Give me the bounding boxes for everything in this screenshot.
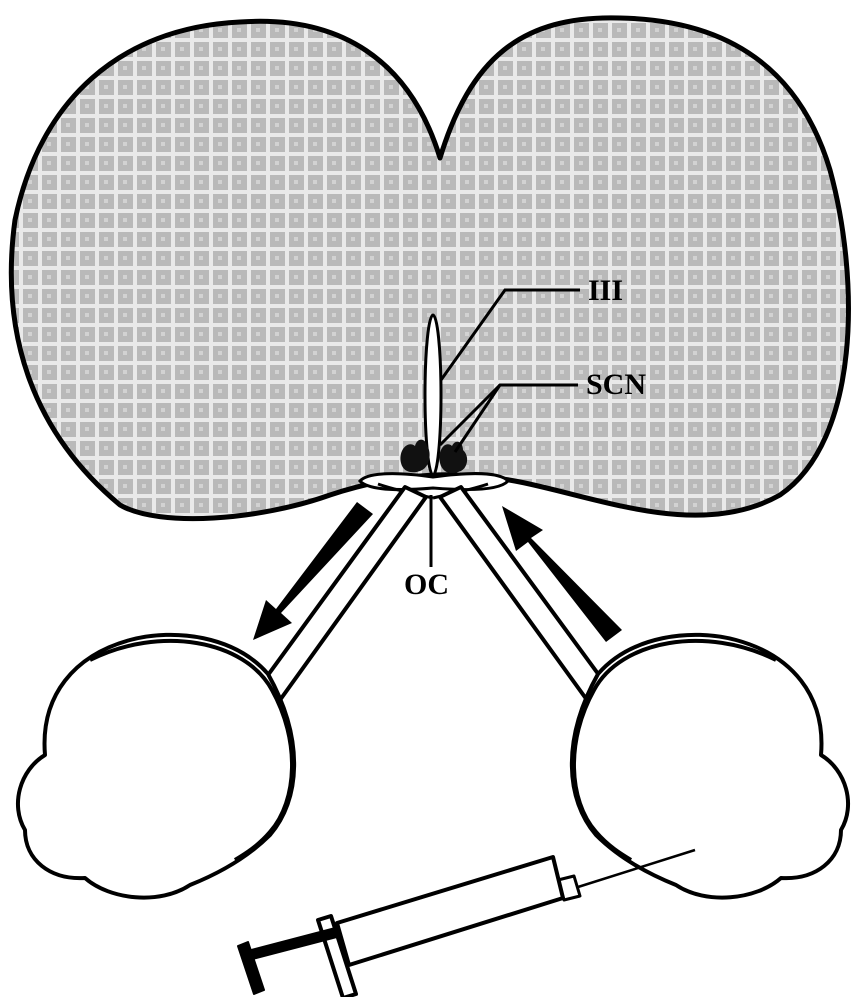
syringe-barrel — [337, 857, 563, 965]
label-third-ventricle: III — [588, 274, 623, 307]
syringe — [238, 850, 695, 997]
right-eye-globe — [572, 635, 848, 898]
left-eye-globe — [18, 635, 294, 898]
optic-chiasm — [360, 474, 508, 490]
label-scn: SCN — [586, 368, 646, 401]
optic-nerve-left — [260, 487, 426, 700]
label-optic-chiasm: OC — [404, 568, 449, 601]
